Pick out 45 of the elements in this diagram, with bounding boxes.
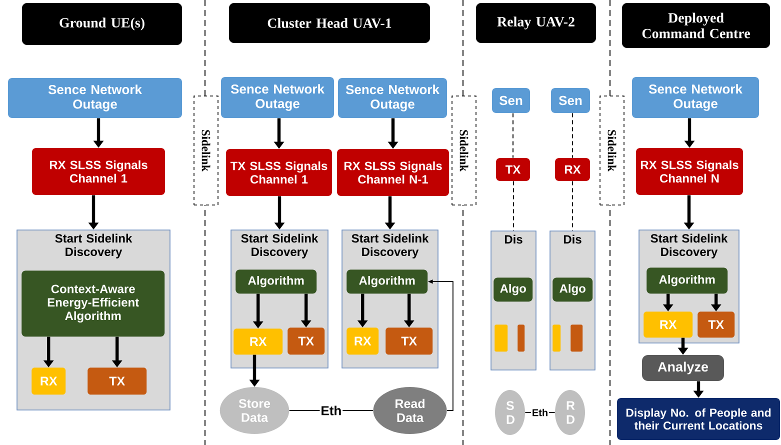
sidelink-box: Sidelink bbox=[452, 96, 476, 206]
signal-box: RX bbox=[555, 158, 590, 181]
connector-line bbox=[572, 180, 573, 232]
algorithm-box: Algorithm bbox=[236, 270, 317, 294]
process-box: Sence Network Outage bbox=[221, 77, 334, 118]
edge-label: Eth bbox=[320, 404, 343, 416]
algorithm-box: Algorithm bbox=[346, 270, 428, 294]
header-box: Cluster Head UAV-1 bbox=[229, 3, 430, 43]
signal-box: RX SLSS Signals Channel N-1 bbox=[337, 149, 449, 196]
bar bbox=[552, 324, 561, 352]
process-box: Sence Network Outage bbox=[8, 78, 182, 118]
sidelink-box: Sidelink bbox=[194, 96, 218, 206]
signal-box: RX SLSS Signals Channel 1 bbox=[32, 148, 165, 195]
process-box: Sen bbox=[551, 88, 590, 113]
bar bbox=[494, 324, 508, 352]
sidelink-box: Sidelink bbox=[600, 96, 624, 206]
process-box: Sen bbox=[492, 88, 530, 113]
connector-line bbox=[512, 112, 514, 158]
edge-label: Eth bbox=[530, 408, 550, 418]
algorithm-box: Context-Aware Energy-Efficient Algorithm bbox=[22, 270, 165, 337]
signal-box: RX SLSS Signals Channel N bbox=[636, 148, 743, 195]
header-box: Relay UAV-2 bbox=[476, 3, 596, 43]
bar bbox=[518, 324, 525, 352]
rx-box: RX bbox=[644, 312, 693, 338]
tx-box: TX bbox=[88, 368, 147, 395]
rx-box: RX bbox=[346, 328, 379, 355]
algorithm-box: Algorithm bbox=[646, 268, 728, 294]
process-box: Analyze bbox=[642, 355, 724, 381]
header-box: Deployed Command Centre bbox=[622, 3, 770, 48]
output-box: Display No. of People and their Current Locations bbox=[617, 398, 780, 440]
algorithm-box: Algo bbox=[494, 278, 533, 302]
process-box: Sence Network Outage bbox=[338, 78, 447, 118]
rx-box: RX bbox=[32, 368, 66, 395]
tx-box: TX bbox=[288, 328, 325, 355]
connector-line bbox=[572, 112, 573, 158]
tx-box: TX bbox=[386, 328, 433, 355]
signal-box: TX bbox=[496, 158, 530, 181]
header-box: Ground UE(s) bbox=[22, 3, 182, 45]
connector-line bbox=[513, 180, 514, 232]
process-box: Sence Network Outage bbox=[632, 77, 759, 118]
algorithm-box: Algo bbox=[552, 278, 593, 302]
signal-box: TX SLSS Signals Channel 1 bbox=[226, 149, 332, 196]
bar bbox=[570, 324, 583, 352]
rx-box: RX bbox=[234, 328, 283, 355]
tx-box: TX bbox=[698, 312, 735, 338]
